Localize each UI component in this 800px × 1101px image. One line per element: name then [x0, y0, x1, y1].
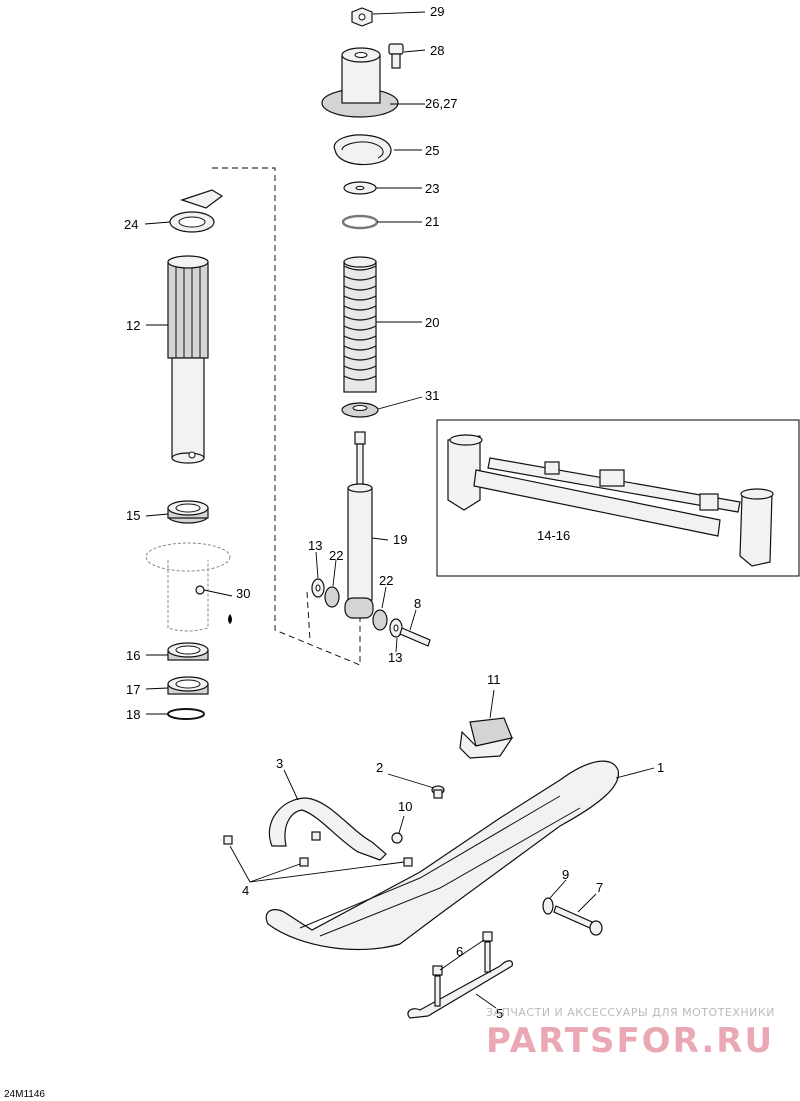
cap-26-27: [321, 47, 399, 118]
washer-9: [542, 897, 554, 915]
callout-10: 10: [398, 799, 412, 814]
clip-21: [341, 214, 379, 230]
bearing-16: [167, 642, 209, 661]
callout-29: 29: [430, 4, 444, 19]
callout-31: 31: [425, 388, 439, 403]
runner-5: [407, 941, 513, 1019]
callout-18: 18: [126, 707, 140, 722]
callout-16: 16: [126, 648, 140, 663]
spindle-12: [167, 255, 209, 464]
assembly-guide-line: [212, 167, 361, 666]
nut-29: [351, 7, 373, 27]
callout-25: 25: [425, 143, 439, 158]
housing-outline: [145, 542, 231, 632]
callout-19: 19: [393, 532, 407, 547]
bushing-13-left: [311, 578, 325, 598]
callout-13-left: 13: [308, 538, 322, 553]
wear-bar-holder-11: [459, 717, 514, 759]
watermark-tagline: ЗАПЧАСТИ И АКСЕССУАРЫ ДЛЯ МОТОТЕХНИКИ: [486, 1006, 775, 1019]
callout-17: 17: [126, 682, 140, 697]
callout-7: 7: [596, 880, 603, 895]
callout-6: 6: [456, 944, 463, 959]
drawing-code: 24M1146: [4, 1089, 45, 1100]
bolt-28: [388, 43, 404, 69]
nut-10: [391, 832, 403, 844]
callout-12: 12: [126, 318, 140, 333]
bearing-17: [167, 676, 209, 695]
leader-lines: [144, 11, 655, 1009]
screws-4: [223, 831, 413, 867]
callout-11: 11: [487, 672, 501, 687]
inset-box: [436, 419, 800, 577]
bolt-7: [553, 905, 603, 936]
nuts-6: [432, 931, 493, 976]
callout-24: 24: [124, 217, 138, 232]
washer-23: [343, 181, 377, 195]
handle-3: [268, 797, 387, 861]
retaining-ring-25: [333, 134, 392, 166]
callout-21: 21: [425, 214, 439, 229]
callout-13-right: 13: [388, 650, 402, 665]
callout-15: 15: [126, 508, 140, 523]
lever-24: [169, 189, 224, 233]
bolt-8: [399, 627, 431, 647]
grease-fitting-30: [195, 585, 232, 624]
ski-1: [265, 760, 620, 951]
callout-9: 9: [562, 867, 569, 882]
callout-20: 20: [425, 315, 439, 330]
callout-23: 23: [425, 181, 439, 196]
watermark-logo: PARTSFOR.RU: [486, 1021, 774, 1061]
spring-20: [343, 256, 377, 393]
shock-absorber-19: [344, 431, 374, 619]
callout-1: 1: [657, 760, 664, 775]
callout-labels: 29 28 26,27 25 23 21 20 31 24 12 15 19 1…: [124, 4, 664, 1021]
washer-2: [431, 785, 445, 799]
bushing-22-left: [324, 586, 340, 608]
callout-14-16: 14-16: [537, 528, 570, 543]
callout-30: 30: [236, 586, 250, 601]
callout-28: 28: [430, 43, 444, 58]
bushing-22-right: [372, 609, 388, 631]
callout-26-27: 26,27: [425, 96, 458, 111]
callout-22-left: 22: [329, 548, 343, 563]
callout-3: 3: [276, 756, 283, 771]
callout-22-right: 22: [379, 573, 393, 588]
callout-2: 2: [376, 760, 383, 775]
spacer-31: [341, 402, 379, 418]
circlip-18: [167, 708, 205, 720]
callout-8: 8: [414, 596, 421, 611]
watermark: ЗАПЧАСТИ И АКСЕССУАРЫ ДЛЯ МОТОТЕХНИКИ PA…: [486, 1006, 775, 1061]
callout-4: 4: [242, 883, 249, 898]
assembly-guide-line-2: [306, 591, 311, 641]
bearing-15: [167, 500, 209, 524]
crossmember-14-16: [447, 434, 774, 567]
callout-5: 5: [496, 1006, 503, 1021]
